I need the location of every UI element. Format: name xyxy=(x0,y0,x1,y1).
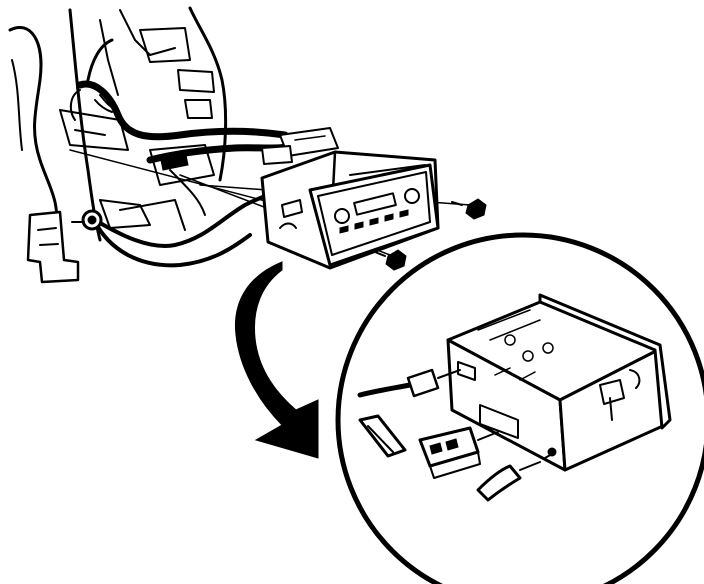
mounting-bracket-left xyxy=(26,210,80,284)
detail-harness-plug xyxy=(358,414,499,479)
detail-antenna-cable xyxy=(357,368,461,398)
detail-small-plug xyxy=(476,453,553,502)
screw-right xyxy=(451,198,487,220)
harness-connector xyxy=(159,127,339,171)
radio-unit xyxy=(260,150,440,270)
screw-bottom xyxy=(374,249,407,271)
curved-arrow xyxy=(234,261,319,459)
dash-opening xyxy=(8,6,228,242)
detail-radio-chassis xyxy=(446,293,672,472)
